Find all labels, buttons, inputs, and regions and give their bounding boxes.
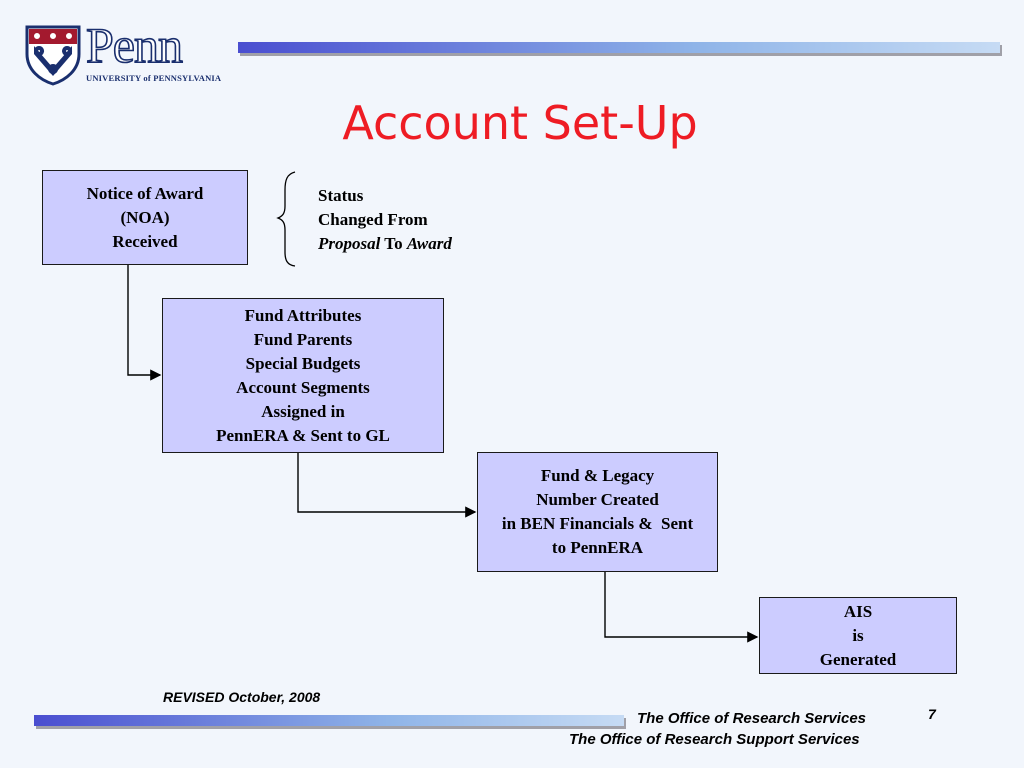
step-line: in BEN Financials & Sent [501, 514, 694, 533]
status-to-connector: To [380, 234, 407, 253]
step-line: Special Budgets [245, 353, 361, 373]
status-to: Award [406, 234, 452, 253]
step-line: to PennERA [551, 538, 644, 557]
header-accent-bar [238, 42, 1000, 53]
connector-legacy-to-ais [604, 572, 759, 643]
footer-office-line1: The Office of Research Services [637, 710, 866, 727]
step-line: Notice of Award [86, 183, 204, 203]
step-ais-generated: AIS is Generated [759, 597, 957, 674]
page-number: 7 [928, 706, 936, 722]
step-line: Fund & Legacy [540, 466, 655, 485]
step-line: Assigned in [261, 401, 345, 421]
step-line: Generated [819, 649, 897, 669]
footer-office-line2: The Office of Research Support Services [569, 731, 860, 748]
step-line: Received [112, 231, 178, 251]
penn-subtitle: UNIVERSITY of PENNSYLVANIA [86, 73, 222, 83]
status-from: Proposal [318, 234, 381, 253]
step-fund-legacy-number: Fund & Legacy Number Created in BEN Fina… [477, 452, 718, 572]
status-brace-icon [276, 171, 296, 267]
status-line: Changed From [318, 210, 428, 229]
penn-logo: Penn UNIVERSITY of PENNSYLVANIA [24, 19, 221, 88]
step-line: Fund Parents [253, 329, 353, 349]
step-notice-of-award: Notice of Award (NOA) Received [42, 170, 248, 265]
status-line: Status [318, 186, 364, 205]
step-line: is [852, 625, 864, 645]
step-line: (NOA) [120, 207, 170, 227]
step-fund-attributes: Fund Attributes Fund Parents Special Bud… [162, 298, 444, 453]
step-line: AIS [843, 601, 873, 621]
penn-shield-icon [25, 25, 81, 86]
connector-noa-to-fund [127, 265, 162, 381]
status-note: Status Changed From Proposal To Award [318, 184, 452, 256]
page-title: Account Set-Up [342, 96, 698, 150]
connector-fund-to-legacy [297, 453, 477, 518]
revised-date: REVISED October, 2008 [163, 689, 321, 705]
step-line: Account Segments [236, 377, 370, 397]
step-line: Number Created [536, 490, 659, 509]
footer-accent-bar [34, 715, 624, 726]
penn-wordmark: Penn [85, 17, 184, 73]
step-line: PennERA & Sent to GL [216, 425, 390, 445]
step-line: Fund Attributes [244, 305, 362, 325]
status-change-line: Proposal To Award [318, 232, 452, 256]
